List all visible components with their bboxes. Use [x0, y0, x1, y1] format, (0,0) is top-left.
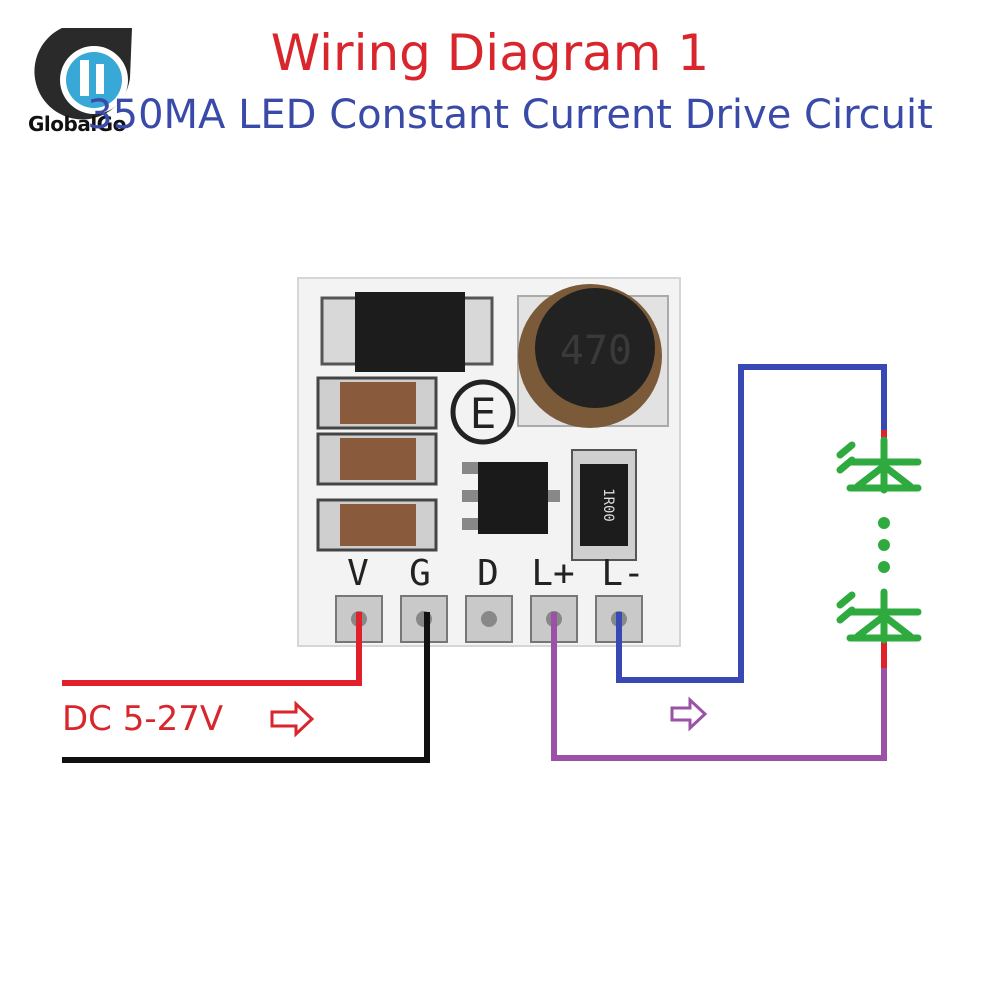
pin-label-g: G	[409, 553, 431, 594]
inductor-marking: 470	[560, 328, 632, 374]
resistor-marking: 1R00	[600, 488, 616, 522]
globalgo-logo	[34, 28, 132, 120]
page-title: Wiring Diagram 1	[270, 24, 710, 82]
page-subtitle: 350MA LED Constant Current Drive Circuit	[87, 92, 933, 138]
input-voltage-label: DC 5-27V	[62, 699, 223, 739]
ic-chip	[462, 462, 560, 534]
resistor-component: 1R00	[571, 449, 637, 561]
capacitor-1	[316, 376, 438, 430]
capacitor-3	[316, 498, 438, 552]
e-logo-letter: E	[470, 389, 497, 438]
arrow-right-icon-led	[670, 696, 708, 732]
capacitor-2	[316, 432, 438, 486]
wire-led-negative	[616, 364, 887, 683]
wire-ground	[62, 612, 430, 763]
led-dots	[878, 517, 890, 573]
pin-label-d: D	[477, 553, 499, 594]
brand-name: GlobalGo	[28, 112, 126, 136]
arrow-right-icon-input	[270, 700, 315, 738]
pin-pads	[335, 595, 643, 643]
led-top	[836, 436, 922, 494]
pin-label-l-plus: L+	[531, 553, 574, 594]
pin-label-v: V	[347, 553, 369, 594]
inductor-component: 470	[517, 284, 669, 428]
diode-component	[320, 292, 494, 372]
wire-led-positive	[551, 612, 887, 761]
wire-positive-input	[62, 612, 362, 686]
led-bottom	[836, 588, 922, 644]
pin-label-l-minus: L-	[601, 553, 644, 594]
e-logo: E	[450, 379, 516, 445]
